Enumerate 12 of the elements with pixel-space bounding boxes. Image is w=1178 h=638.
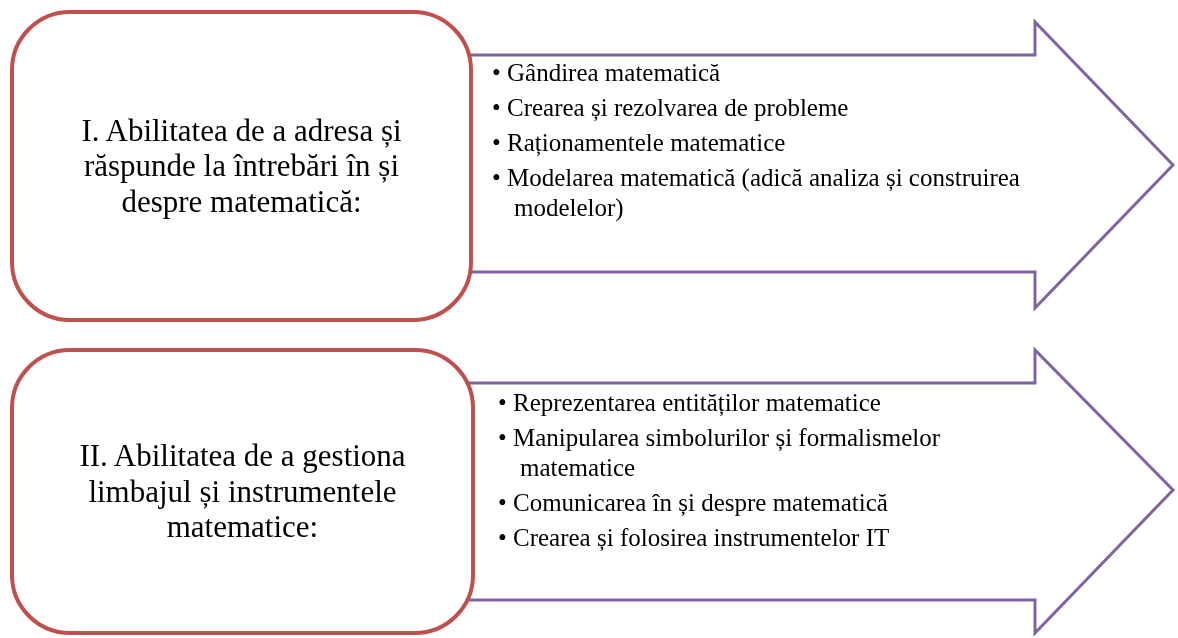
bullet-item: • Manipularea simbolurilor și formalismelor matematice [498,423,941,483]
rounded-box [10,10,473,322]
box-heading: II. Abilitatea de a gestiona limbajul și instrumentele matematice: [78,438,407,545]
bullet-item: • Raționamentele matematice [492,128,787,158]
bullet-item: • Gândirea matematică [492,58,722,88]
bullet-item: • Reprezentarea entităților matematice [498,388,882,418]
bullet-item: • Comunicarea în și despre matematică [498,488,889,518]
box-heading: I. Abilitatea de a adresa și răspunde la întrebări în și despre matematică: [80,112,403,220]
bullet-item: • Crearea și rezolvarea de probleme [492,93,850,123]
rounded-box [10,348,475,635]
bullet-item: • Modelarea matematică (adică analiza și construirea modelelor) [492,163,1021,223]
bullet-item: • Crearea și folosirea instrumentelor IT [498,523,891,553]
